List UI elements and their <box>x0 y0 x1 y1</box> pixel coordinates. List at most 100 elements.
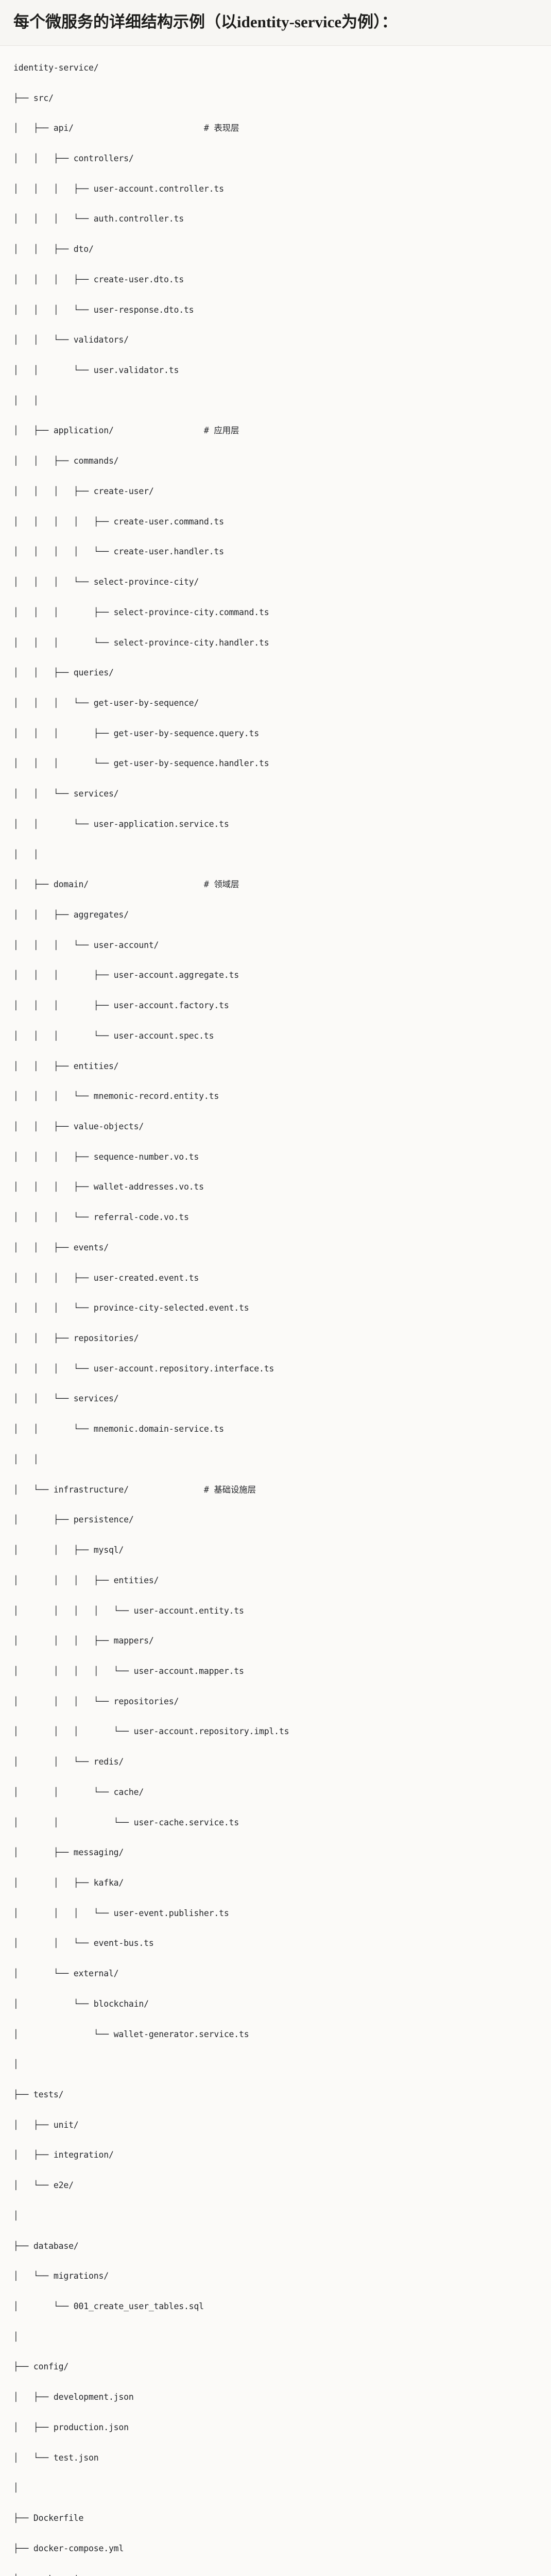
tree-row-path: │ │ │ └── user-account.repository.impl.t… <box>13 1726 289 1736</box>
tree-row-path: │ │ │ ├── user-created.event.ts <box>13 1273 199 1283</box>
tree-row: │ │ │ │ └── user-account.entity.ts <box>13 1603 538 1618</box>
tree-row-path: │ │ │ └── auth.controller.ts <box>13 214 184 224</box>
tree-row-path: │ │ ├── dto/ <box>13 244 94 254</box>
tree-row: │ ├── unit/ <box>13 2117 538 2132</box>
tree-row: │ └── 001_create_user_tables.sql <box>13 2299 538 2314</box>
tree-row-path: ├── src/ <box>13 93 54 103</box>
tree-row: │ └── blockchain/ <box>13 1996 538 2011</box>
tree-row-path: │ │ │ └── repositories/ <box>13 1697 179 1706</box>
tree-row-path: │ │ │ └── get-user-by-sequence/ <box>13 698 199 708</box>
tree-row: │ │ │ ├── user-account.factory.ts <box>13 998 538 1013</box>
tree-row: ├── docker-compose.yml <box>13 2541 538 2556</box>
tree-row-path: │ │ │ └── select-province-city/ <box>13 577 199 587</box>
tree-row-spacer <box>74 123 204 133</box>
tree-row: │ └── test.json <box>13 2450 538 2465</box>
tree-row: │ │ │ ├── create-user.dto.ts <box>13 272 538 287</box>
tree-row-path: │ │ │ ├── user-account.controller.ts <box>13 184 224 194</box>
tree-row: ├── src/ <box>13 91 538 106</box>
tree-row: │ │ └── cache/ <box>13 1785 538 1800</box>
tree-row: │ │ ├── repositories/ <box>13 1331 538 1346</box>
tree-row-path: │ │ │ ├── select-province-city.command.t… <box>13 607 269 617</box>
tree-row-path: │ └── test.json <box>13 2453 98 2463</box>
tree-row: │ └── wallet-generator.service.ts <box>13 2027 538 2042</box>
tree-row: │ └── external/ <box>13 1966 538 1981</box>
tree-row-path: │ └── infrastructure/ <box>13 1485 129 1495</box>
tree-row-path: │ │ ├── kafka/ <box>13 1878 124 1888</box>
tree-row: │ │ ├── controllers/ <box>13 151 538 166</box>
tree-row-path: │ │ │ │ └── user-account.mapper.ts <box>13 1666 244 1676</box>
tree-row: │ │ ├── events/ <box>13 1240 538 1255</box>
tree-row: │ ├── persistence/ <box>13 1512 538 1527</box>
tree-row-path: │ │ └── validators/ <box>13 335 129 345</box>
tree-row-path: │ │ │ └── user-account.repository.interf… <box>13 1364 274 1374</box>
tree-row-path: │ │ │ │ ├── create-user.command.ts <box>13 517 224 527</box>
tree-row-path: │ │ └── user-application.service.ts <box>13 819 229 829</box>
tree-row-path: │ │ │ │ └── user-account.entity.ts <box>13 1606 244 1616</box>
tree-row: │ ├── application/ # 应用层 <box>13 423 538 438</box>
tree-row-path: │ <box>13 2211 19 2221</box>
tree-row-path: │ └── external/ <box>13 1969 118 1978</box>
directory-tree-section: identity-service/ ├── src/ │ ├── api/ # … <box>0 46 551 2576</box>
tree-row-path: │ ├── integration/ <box>13 2150 114 2160</box>
tree-row: │ │ │ │ └── create-user.handler.ts <box>13 544 538 559</box>
tree-row: ├── package.json <box>13 2571 538 2576</box>
tree-row: │ │ ├── mysql/ <box>13 1543 538 1557</box>
tree-row: ├── database/ <box>13 2239 538 2253</box>
tree-row-path: │ ├── api/ <box>13 123 74 133</box>
tree-row: │ <box>13 2329 538 2344</box>
tree-row-path: │ │ └── mnemonic.domain-service.ts <box>13 1424 224 1434</box>
tree-row-path: │ │ │ ├── create-user.dto.ts <box>13 275 184 284</box>
tree-row-path: │ │ │ └── user-account.spec.ts <box>13 1031 214 1041</box>
tree-row: │ │ │ └── referral-code.vo.ts <box>13 1210 538 1225</box>
tree-row: │ │ ├── kafka/ <box>13 1875 538 1890</box>
tree-row-spacer <box>129 1485 204 1495</box>
tree-row-path: │ │ │ └── mnemonic-record.entity.ts <box>13 1091 219 1101</box>
tree-row-path: ├── docker-compose.yml <box>13 2544 124 2553</box>
tree-row-path: │ │ <box>13 1454 39 1464</box>
tree-row: │ │ │ └── get-user-by-sequence/ <box>13 696 538 710</box>
tree-row: │ │ <box>13 847 538 862</box>
tree-row-spacer <box>89 879 204 889</box>
tree-row: │ │ └── user-application.service.ts <box>13 817 538 832</box>
tree-row-path: │ │ │ └── user-response.dto.ts <box>13 305 194 315</box>
tree-row: │ │ │ ├── wallet-addresses.vo.ts <box>13 1179 538 1194</box>
tree-row: │ │ │ └── get-user-by-sequence.handler.t… <box>13 756 538 771</box>
tree-row: ├── tests/ <box>13 2087 538 2102</box>
tree-row-comment: # 领域层 <box>204 879 239 889</box>
tree-row-path: identity-service/ <box>13 63 98 73</box>
tree-row-path: │ │ │ ├── wallet-addresses.vo.ts <box>13 1182 204 1192</box>
tree-row: │ <box>13 2208 538 2223</box>
tree-row-comment: # 表现层 <box>204 123 239 133</box>
tree-row: │ <box>13 2480 538 2495</box>
tree-row-path: │ │ └── services/ <box>13 1394 118 1403</box>
heading-section: 每个微服务的详细结构示例（以identity-service为例）： <box>0 0 551 46</box>
tree-row: │ │ │ └── select-province-city.handler.t… <box>13 635 538 650</box>
tree-row-path: │ │ ├── queries/ <box>13 668 114 677</box>
tree-row: identity-service/ <box>13 60 538 75</box>
tree-row: │ │ │ ├── user-created.event.ts <box>13 1270 538 1285</box>
tree-row: ├── Dockerfile <box>13 2511 538 2526</box>
tree-row-path: │ │ ├── value-objects/ <box>13 1122 144 1131</box>
tree-row-path: │ │ │ ├── user-account.aggregate.ts <box>13 970 239 980</box>
tree-row-path: │ │ ├── mysql/ <box>13 1545 124 1555</box>
tree-row: ├── config/ <box>13 2359 538 2374</box>
tree-row-path: │ │ │ ├── mappers/ <box>13 1636 154 1646</box>
tree-row: │ │ └── services/ <box>13 786 538 801</box>
tree-row: │ └── e2e/ <box>13 2178 538 2193</box>
tree-row: │ ├── messaging/ <box>13 1845 538 1860</box>
tree-row-path: │ │ <box>13 396 39 405</box>
tree-row: │ │ │ └── auth.controller.ts <box>13 211 538 226</box>
tree-row: │ │ │ ├── create-user/ <box>13 484 538 499</box>
tree-row-path: │ └── blockchain/ <box>13 1999 149 2009</box>
tree-row-path: │ │ │ └── user-event.publisher.ts <box>13 1908 229 1918</box>
tree-row-path: │ │ ├── commands/ <box>13 456 118 466</box>
tree-row: │ │ │ └── province-city-selected.event.t… <box>13 1300 538 1315</box>
tree-row-path: │ │ │ │ └── create-user.handler.ts <box>13 547 224 556</box>
tree-row: │ └── migrations/ <box>13 2268 538 2283</box>
tree-row: │ ├── integration/ <box>13 2147 538 2162</box>
tree-row: │ │ ├── aggregates/ <box>13 907 538 922</box>
tree-row-path: │ └── 001_create_user_tables.sql <box>13 2301 204 2311</box>
tree-row-path: │ │ └── event-bus.ts <box>13 1938 154 1948</box>
tree-row-path: │ │ │ ├── user-account.factory.ts <box>13 1001 229 1010</box>
